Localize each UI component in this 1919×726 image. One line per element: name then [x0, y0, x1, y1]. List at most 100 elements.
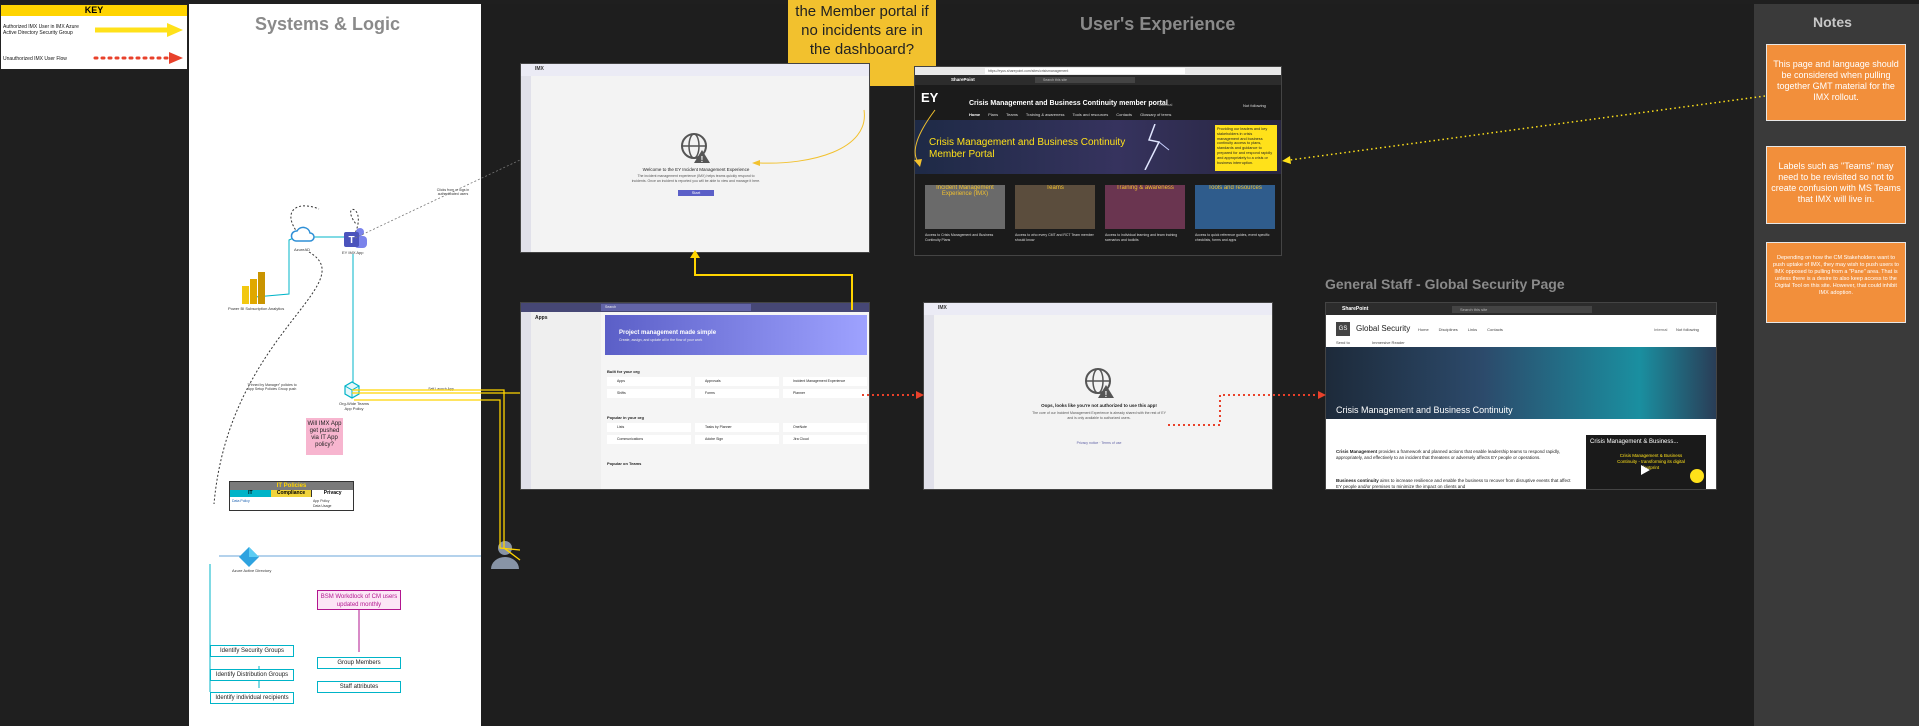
edge-label-push: "Pinned by Manager" policies to App Setu…	[247, 383, 297, 391]
gs-nav-contacts[interactable]: Contacts	[1487, 327, 1503, 332]
browser-url[interactable]: https://eyus.sharepoint.com/sites/crisis…	[985, 68, 1185, 74]
note-uptake: Depending on how the CM Stakeholders wan…	[1766, 242, 1906, 323]
policies-col-privacy: Privacy	[311, 490, 354, 497]
portal-site-title: Crisis Management and Business Continuit…	[969, 100, 1168, 107]
portal-nav-tools[interactable]: Tools and resources	[1072, 112, 1109, 117]
teams-apps-screenshot: Search Apps Project management made simp…	[520, 302, 870, 490]
users-experience-title: User's Experience	[1080, 14, 1236, 34]
app-card[interactable]: Planner	[783, 389, 867, 398]
cloud-label: AzureAD	[294, 247, 311, 252]
key-authorized-label: Authorized IMX User in IMX Azure Active …	[3, 24, 79, 36]
gs-p1-strong: Crisis Management	[1336, 449, 1378, 454]
portal-nav-glossary[interactable]: Glossary of terms	[1140, 112, 1172, 117]
app-card[interactable]: OneNote	[783, 423, 867, 432]
gs-video-title: Crisis Management & Business...	[1590, 439, 1679, 445]
gs-send-to[interactable]: Send to	[1336, 340, 1350, 345]
portal-tile-teams[interactable]: Teams	[1015, 185, 1095, 229]
teams-to-welcome-edge	[354, 159, 521, 239]
identify-individual-recipients-box: Identify individual recipients	[210, 692, 294, 704]
gs-video-card[interactable]: Crisis Management & Business... Crisis M…	[1586, 435, 1706, 489]
portal-tile-imx-title: Incident Management Experience (IMX)	[936, 185, 994, 197]
unauthorized-arrowhead	[169, 52, 183, 64]
teams-apps-pane-title: Apps	[535, 315, 548, 321]
portal-tile-training[interactable]: Training & awareness	[1105, 185, 1185, 229]
portal-tile-training-desc: Access to individual learning and team t…	[1105, 233, 1178, 242]
apps-to-welcome-arrowhead	[690, 250, 700, 258]
gs-nav-disciplines[interactable]: Disciplines	[1438, 327, 1458, 332]
apps-grid: Apps Approvals Incident Management Exper…	[607, 377, 867, 398]
azure-ad-icon	[239, 547, 259, 567]
gs-paragraph-2: Business continuity aims to increase res…	[1336, 478, 1576, 489]
sp-search-input[interactable]: Search this site	[1035, 77, 1135, 83]
gs-nav-home[interactable]: Home	[1418, 327, 1429, 332]
denied-links[interactable]: Privacy notice · Terms of use	[1076, 441, 1122, 445]
denied-body: The core of our Incident Management Expe…	[1032, 411, 1166, 420]
app-card[interactable]: Lists	[607, 423, 691, 432]
portal-tile-tools-desc: Access to quick reference guides, event …	[1195, 233, 1270, 242]
policies-col-compliance: Compliance	[270, 490, 312, 497]
systems-logic-title: Systems & Logic	[255, 14, 401, 34]
authorized-arrowhead	[167, 23, 183, 37]
portal-follow[interactable]: Not following	[1243, 103, 1266, 108]
gs-follow[interactable]: Not following	[1676, 327, 1699, 332]
app-card[interactable]: Apps	[607, 377, 691, 386]
ey-logo: EY	[921, 90, 939, 105]
app-card[interactable]: Forms	[695, 389, 779, 398]
policies-col-it: IT	[230, 490, 271, 497]
portal-tile-imx[interactable]: Incident Management Experience (IMX)	[925, 185, 1005, 229]
teams-app-label: EY IMX App	[342, 250, 364, 255]
note-arrowhead	[1282, 156, 1291, 164]
app-card[interactable]: Communications	[607, 435, 691, 444]
it-policies-header-row: IT Compliance Privacy	[230, 490, 354, 497]
sticky-to-welcome-arrow	[759, 109, 865, 164]
gs-nav-links[interactable]: Links	[1467, 327, 1478, 332]
denied-to-gs-arrowhead	[1318, 391, 1326, 399]
general-staff-title: General Staff - Global Security Page	[1325, 276, 1565, 292]
globe-warning-icon: !	[1085, 368, 1114, 399]
pkg-to-user-line	[352, 389, 521, 561]
app-card[interactable]: Jira Cloud	[783, 435, 867, 444]
azure-ad-label: Azure Active Directory	[232, 568, 272, 573]
sp-brand: SharePoint	[951, 77, 975, 82]
app-card[interactable]: Incident Management Experience	[783, 377, 867, 386]
identify-distribution-groups-box: Identify Distribution Groups	[210, 669, 294, 681]
teams-apps-banner	[605, 315, 867, 355]
gs-search-input[interactable]: Search this site	[1452, 306, 1592, 313]
portal-tile-imx-desc: Access to Crisis Management and Business…	[925, 233, 994, 242]
app-card[interactable]: Tasks by Planner	[695, 423, 779, 432]
teams-apps-banner-sub: Create, assign, and update all in the fl…	[619, 338, 703, 342]
play-icon[interactable]	[1638, 463, 1652, 477]
denied-heading: Oops, looks like you're not authorized t…	[1041, 403, 1157, 408]
gs-immersive-reader[interactable]: Immersive Reader	[1372, 340, 1405, 345]
portal-nav-teams[interactable]: Teams	[1006, 112, 1018, 117]
key-arrows	[93, 23, 183, 64]
app-card[interactable]: Adobe Sign	[695, 435, 779, 444]
pkg-user-path	[354, 399, 521, 551]
notes-title: Notes	[1813, 14, 1852, 30]
portal-nav-contacts[interactable]: Contacts	[1116, 112, 1133, 117]
key-title: KEY	[1, 5, 187, 16]
legend-key: KEY Authorized IMX User in IMX Azure Act…	[0, 4, 188, 70]
gs-hero-title: Crisis Management and Business Continuit…	[1336, 405, 1513, 415]
ey-badge-icon	[1690, 469, 1704, 483]
gs-p2-strong: Business continuity	[1336, 478, 1379, 483]
apps-section-popular-org: Popular in your org	[607, 415, 644, 420]
sticky-arrowhead	[752, 160, 760, 166]
globe-warning-icon: !	[681, 133, 710, 164]
portal-nav-training[interactable]: Training & awareness	[1025, 112, 1065, 117]
portal-visibility: Internal	[1159, 102, 1173, 107]
policies-cell-usage: Data Usage	[313, 504, 332, 508]
policies-cell-app: App Policy	[313, 499, 330, 503]
portal-nav-home[interactable]: Home	[969, 112, 981, 117]
powerbi-label: Power BI Subscription Analytics	[228, 306, 285, 311]
imx-welcome-body: The incident management experience (IMX)…	[631, 174, 761, 183]
app-card[interactable]: Approvals	[695, 377, 779, 386]
app-card[interactable]: Shifts	[607, 389, 691, 398]
portal-nav-plans[interactable]: Plans	[988, 112, 999, 117]
portal-tile-tools[interactable]: Tools and resources	[1195, 185, 1275, 229]
portal-tile-teams-title: Teams	[1046, 185, 1064, 191]
imx-start-button[interactable]: Start	[678, 190, 714, 196]
teams-apps-search[interactable]: Search	[601, 304, 751, 311]
teams-rail	[521, 76, 531, 252]
